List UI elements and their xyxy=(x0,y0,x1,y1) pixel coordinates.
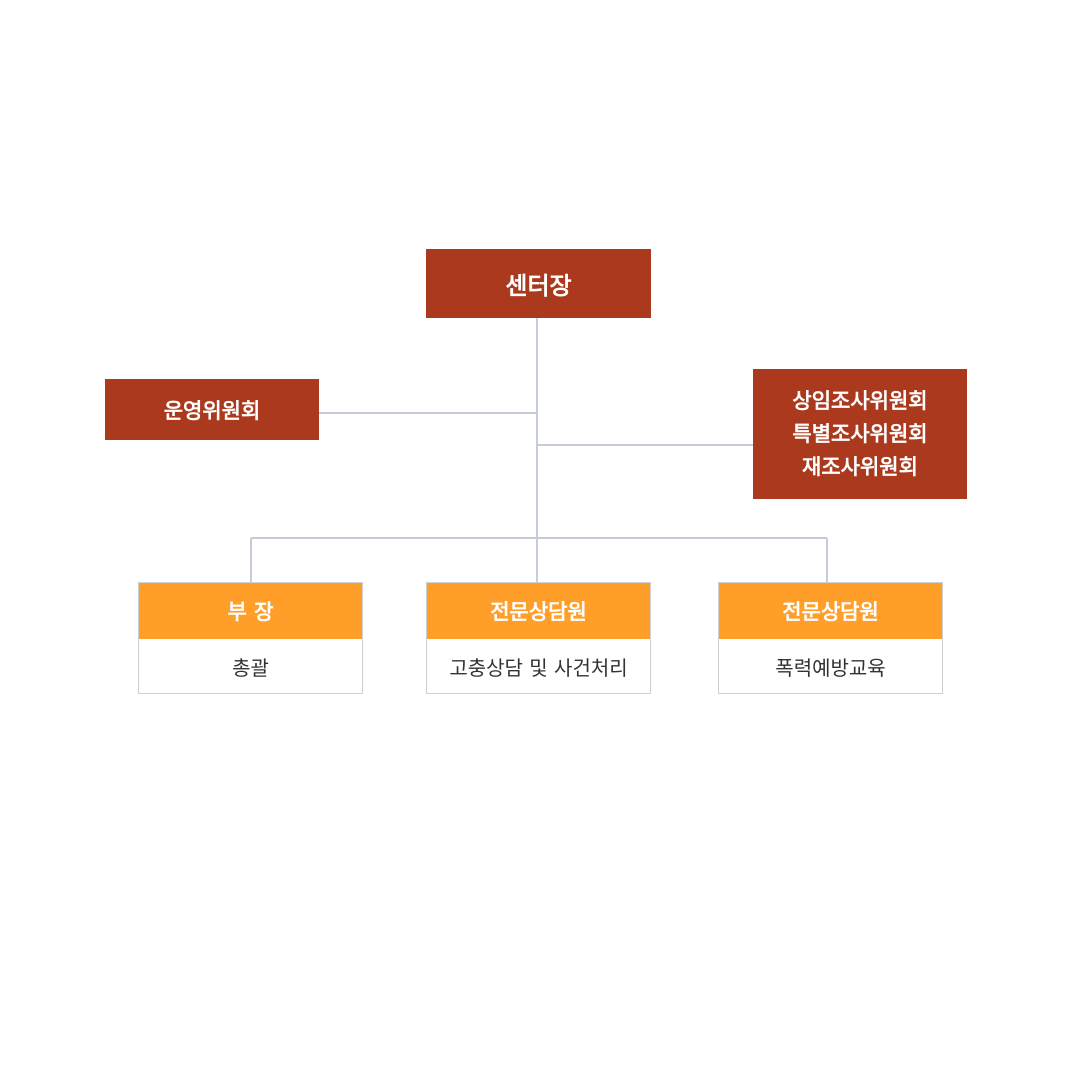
head-label: 센터장 xyxy=(505,272,572,300)
head-box: 센터장 xyxy=(426,249,651,318)
department-title: 전문상담원 xyxy=(427,583,650,639)
department-role: 폭력예방교육 xyxy=(775,656,886,680)
department-card-education: 전문상담원 폭력예방교육 xyxy=(718,582,943,694)
department-role: 총괄 xyxy=(232,656,269,680)
investigation-committees-box: 상임조사위원회 특별조사위원회 재조사위원회 xyxy=(753,369,967,499)
department-card-counseling: 전문상담원 고충상담 및 사건처리 xyxy=(426,582,651,694)
committee-line: 특별조사위원회 xyxy=(792,421,928,446)
operations-committee-label: 운영위원회 xyxy=(163,398,261,423)
department-title: 부 장 xyxy=(139,583,362,639)
department-card-manager: 부 장 총괄 xyxy=(138,582,363,694)
department-title: 전문상담원 xyxy=(719,583,942,639)
committee-line: 재조사위원회 xyxy=(802,454,918,479)
committee-line: 상임조사위원회 xyxy=(792,388,928,413)
department-role: 고충상담 및 사건처리 xyxy=(449,656,628,680)
operations-committee-box: 운영위원회 xyxy=(105,379,319,440)
